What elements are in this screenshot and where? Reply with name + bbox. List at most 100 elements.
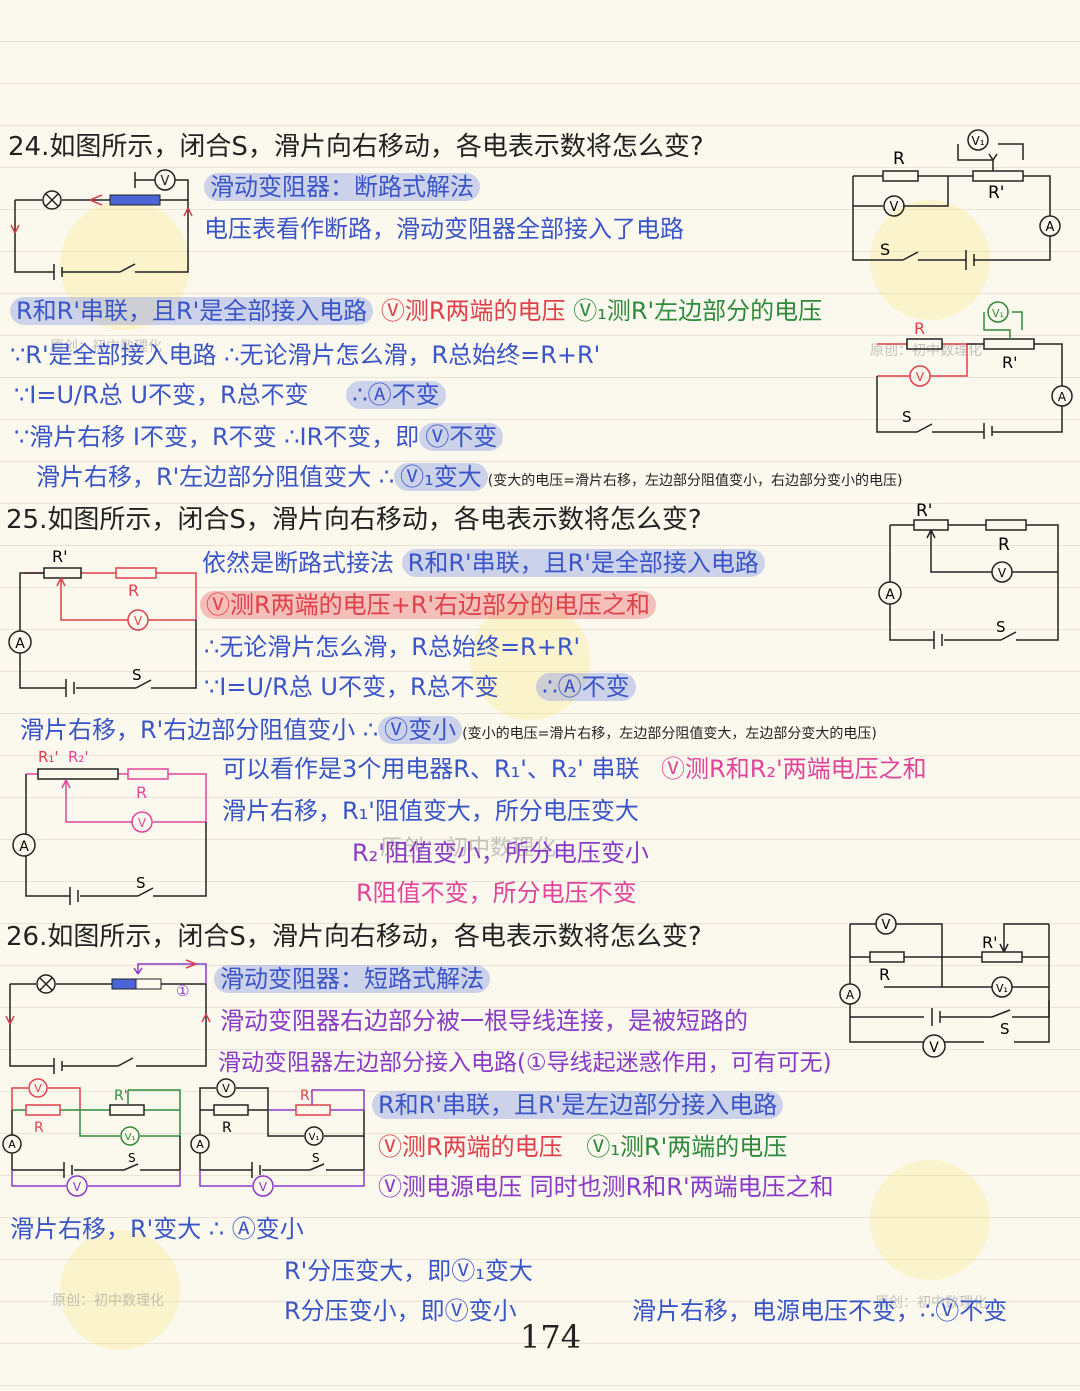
q24-circuit-main: V V₁ A R R' S bbox=[852, 129, 1061, 270]
page-number: 174 bbox=[520, 1318, 582, 1356]
q26s-one: ① bbox=[176, 982, 189, 1000]
watermark: 原创：初中数理化 bbox=[50, 339, 162, 355]
q26m-v-top: V bbox=[882, 918, 891, 933]
q24-line6a: ∵滑片右移 I不变，R不变 ∴IR不变，即 bbox=[14, 423, 420, 451]
q24-line7a: 滑片右移，R'左边部分阻值变大 ∴ bbox=[36, 463, 395, 491]
q24-line4: ∵R'是全部接入电路 ∴无论滑片怎么滑，R总始终=R+R' bbox=[10, 341, 601, 369]
q26c1-v1: V₁ bbox=[125, 1132, 136, 1143]
watermark-face bbox=[870, 1160, 990, 1280]
q25-line1a: 依然是断路式接法 bbox=[202, 549, 394, 577]
q26m-a: A bbox=[846, 988, 855, 1002]
q25-line4b: ∴Ⓐ不变 bbox=[536, 673, 636, 701]
q25c-r: R bbox=[128, 581, 139, 600]
q25m-s: S bbox=[996, 618, 1006, 636]
q26-circuit-small: ① bbox=[5, 959, 211, 1074]
q25c-a: A bbox=[15, 636, 25, 652]
q24-line3: R和R'串联，且R'是全部接入电路 Ⓥ测R两端的电压 Ⓥ₁测R'左边部分的电压 bbox=[10, 296, 822, 326]
q25-line1b: R和R'串联，且R'是全部接入电路 bbox=[401, 549, 765, 577]
q25s-v: V bbox=[138, 816, 147, 830]
watermark: 原创：初中数理化 bbox=[380, 836, 557, 861]
q24s-v-label: V bbox=[161, 174, 170, 189]
q25-line8: R₂'阻值变小，所分电压变小 bbox=[352, 839, 649, 867]
q26c1-vp: V bbox=[73, 1180, 82, 1194]
q26-line9: R分压变小，即Ⓥ变小 bbox=[284, 1297, 517, 1325]
q25-line2-text: Ⓥ测R两端的电压+R'右边部分的电压之和 bbox=[200, 591, 657, 619]
q25-line3: ∴无论滑片怎么滑，R总始终=R+R' bbox=[204, 633, 581, 661]
q24c-s: S bbox=[902, 408, 912, 426]
q25s-r: R bbox=[136, 783, 147, 802]
watermark: 原创：初中数理化 bbox=[870, 343, 982, 359]
q25-line6: 可以看作是3个用电器R、R₁'、R₂' 串联 Ⓥ测R和R₂'两端电压之和 bbox=[222, 754, 927, 784]
q26-line3: 滑动变阻器左边部分接入电路(①导线起迷惑作用，可有可无) bbox=[218, 1050, 832, 1076]
q25c-rp: R' bbox=[52, 547, 68, 566]
q25-line5c: (变小的电压=滑片右移，左边部分阻值变大，左边部分变大的电压) bbox=[462, 726, 877, 742]
q25-line1: 依然是断路式接法 R和R'串联，且R'是全部接入电路 bbox=[202, 548, 765, 578]
q26m-s: S bbox=[1000, 1020, 1010, 1038]
q26m-r: R bbox=[879, 965, 890, 984]
q26-line1-text: 滑动变阻器：短路式解法 bbox=[214, 965, 490, 993]
q24m-v1: V₁ bbox=[971, 134, 984, 148]
q26-line10: 滑片右移，电源电压不变，∴Ⓥ不变 bbox=[632, 1297, 1008, 1325]
q25-line4a: ∵I=U/R总 U不变，R总不变 bbox=[204, 673, 499, 701]
q26m-v-bottom: V bbox=[929, 1040, 939, 1056]
q26c2-vp: V bbox=[259, 1180, 268, 1194]
watermark-face bbox=[60, 200, 190, 330]
q25-line5a: 滑片右移，R'右边部分阻值变小 ∴ bbox=[20, 716, 379, 744]
q24m-r: R bbox=[893, 149, 905, 169]
q26c2-v1: V₁ bbox=[309, 1132, 320, 1143]
q26-line7: 滑片右移，R'变大 ∴ Ⓐ变小 bbox=[10, 1215, 304, 1243]
q24c-r: R bbox=[914, 319, 925, 338]
watermark-face bbox=[60, 1230, 180, 1350]
q25m-rp: R' bbox=[916, 501, 933, 521]
q25-line6a: 可以看作是3个用电器R、R₁'、R₂' 串联 bbox=[222, 755, 640, 783]
q25-line5b: Ⓥ变小 bbox=[378, 716, 463, 744]
q26-line5a: Ⓥ测R两端的电压 bbox=[378, 1133, 563, 1161]
q26c1-s: S bbox=[128, 1151, 136, 1165]
q25-line6b: Ⓥ测R和R₂'两端电压之和 bbox=[661, 755, 927, 783]
q26c2-s: S bbox=[312, 1151, 320, 1165]
q24-line5: ∵I=U/R总 U不变，R总不变 ∴Ⓐ不变 bbox=[14, 380, 446, 410]
q24c-v: V bbox=[916, 370, 925, 384]
q24m-a: A bbox=[1046, 220, 1055, 235]
q25c-s: S bbox=[132, 666, 142, 684]
q24-line3a: R和R'串联，且R'是全部接入电路 bbox=[10, 297, 374, 325]
q24-circuit-small: V bbox=[10, 169, 193, 280]
q24-line5a: ∵I=U/R总 U不变，R总不变 bbox=[14, 381, 309, 409]
q25m-r: R bbox=[998, 535, 1010, 555]
q24c-v1: V₁ bbox=[992, 307, 1004, 320]
q24-line7: 滑片右移，R'左边部分阻值变大 ∴Ⓥ₁变大(变大的电压=滑片右移，左边部分阻值变… bbox=[36, 462, 902, 496]
q24m-s: S bbox=[880, 240, 890, 259]
q26-line1: 滑动变阻器：短路式解法 bbox=[214, 964, 490, 994]
q24c-rp: R' bbox=[1002, 353, 1018, 372]
q24c-a: A bbox=[1058, 390, 1067, 404]
q25c-v: V bbox=[134, 614, 143, 628]
q26-circuit-colored-2: V V₁ A V R R' S bbox=[190, 1078, 365, 1197]
q24-line3c: Ⓥ₁测R'左边部分的电压 bbox=[573, 297, 823, 325]
q25s-r2p: R₂' bbox=[68, 748, 89, 766]
q26-line4: R和R'串联，且R'是左边部分接入电路 bbox=[372, 1090, 784, 1120]
q26-title: 26.如图所示，闭合S，滑片向右移动，各电表示数将怎么变? bbox=[6, 922, 702, 952]
q26m-rp: R' bbox=[982, 933, 998, 952]
q26c2-a: A bbox=[196, 1138, 204, 1151]
q26c1-r: R bbox=[34, 1120, 44, 1136]
q26c2-r: R bbox=[222, 1120, 232, 1136]
q26m-v1: V₁ bbox=[996, 982, 1008, 995]
q25-line5: 滑片右移，R'右边部分阻值变小 ∴Ⓥ变小(变小的电压=滑片右移，左边部分阻值变大… bbox=[20, 715, 877, 749]
watermark: 原创：初中数理化 bbox=[52, 1293, 164, 1309]
q25m-a: A bbox=[885, 587, 895, 603]
q26-line4-text: R和R'串联，且R'是左边部分接入电路 bbox=[372, 1091, 784, 1119]
q26c1-v: V bbox=[34, 1082, 42, 1095]
q25-line4: ∵I=U/R总 U不变，R总不变 ∴Ⓐ不变 bbox=[204, 672, 636, 702]
q26c2-rp: R' bbox=[300, 1088, 314, 1104]
q25-line2: Ⓥ测R两端的电压+R'右边部分的电压之和 bbox=[200, 590, 657, 620]
q26-line8: R'分压变大，即Ⓥ₁变大 bbox=[284, 1257, 533, 1285]
q25s-s: S bbox=[136, 874, 146, 892]
q26-circuit-main: V V₁ A V R R' S bbox=[839, 913, 1050, 1058]
watermark: 原创：初中数理化 bbox=[875, 1295, 987, 1311]
q24-line5b: ∴Ⓐ不变 bbox=[346, 381, 446, 409]
q26c1-a: A bbox=[8, 1138, 16, 1151]
q26-line6: Ⓥ测电源电压 同时也测R和R'两端电压之和 bbox=[378, 1173, 834, 1201]
q24-line1-text: 滑动变阻器：断路式解法 bbox=[204, 173, 480, 201]
q24-line3b: Ⓥ测R两端的电压 bbox=[380, 297, 566, 325]
